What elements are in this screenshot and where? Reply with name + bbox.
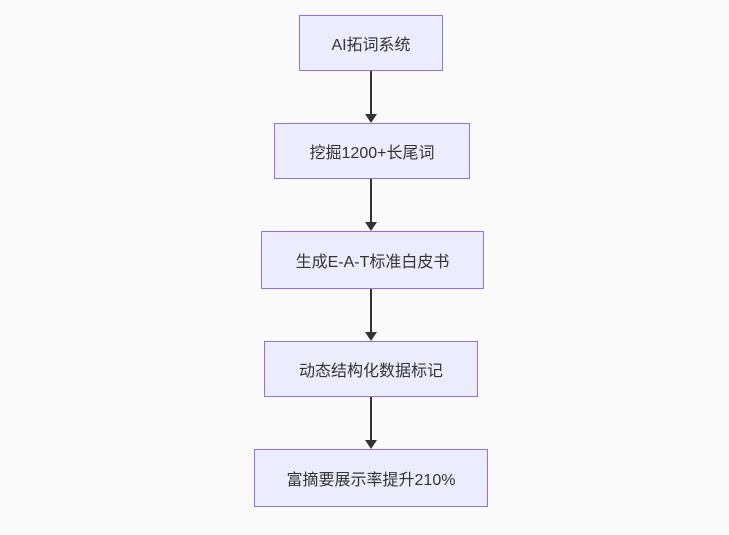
flow-node-rich-snippet-rate: 富摘要展示率提升210% [254, 449, 488, 507]
flow-arrow-4 [365, 397, 377, 449]
arrow-down-icon [365, 222, 377, 231]
flow-arrow-1 [365, 71, 377, 123]
flow-node-structured-data-markup: 动态结构化数据标记 [264, 341, 478, 397]
arrow-down-icon [365, 440, 377, 449]
arrow-line [370, 289, 372, 332]
flow-node-eat-whitepaper: 生成E-A-T标准白皮书 [261, 231, 484, 289]
flow-arrow-3 [365, 289, 377, 341]
flow-node-label: 生成E-A-T标准白皮书 [295, 254, 450, 271]
arrow-line [370, 71, 372, 114]
flow-node-ai-keyword-system: AI拓词系统 [299, 15, 443, 71]
flow-node-longtail-mining: 挖掘1200+长尾词 [274, 123, 470, 179]
flow-node-label: 富摘要展示率提升210% [286, 472, 456, 489]
arrow-down-icon [365, 332, 377, 341]
flow-node-label: 挖掘1200+长尾词 [309, 145, 435, 162]
arrow-line [370, 397, 372, 440]
flow-arrow-2 [365, 179, 377, 231]
flow-node-label: AI拓词系统 [331, 37, 411, 54]
flow-node-label: 动态结构化数据标记 [298, 363, 443, 380]
arrow-line [370, 179, 372, 222]
arrow-down-icon [365, 114, 377, 123]
